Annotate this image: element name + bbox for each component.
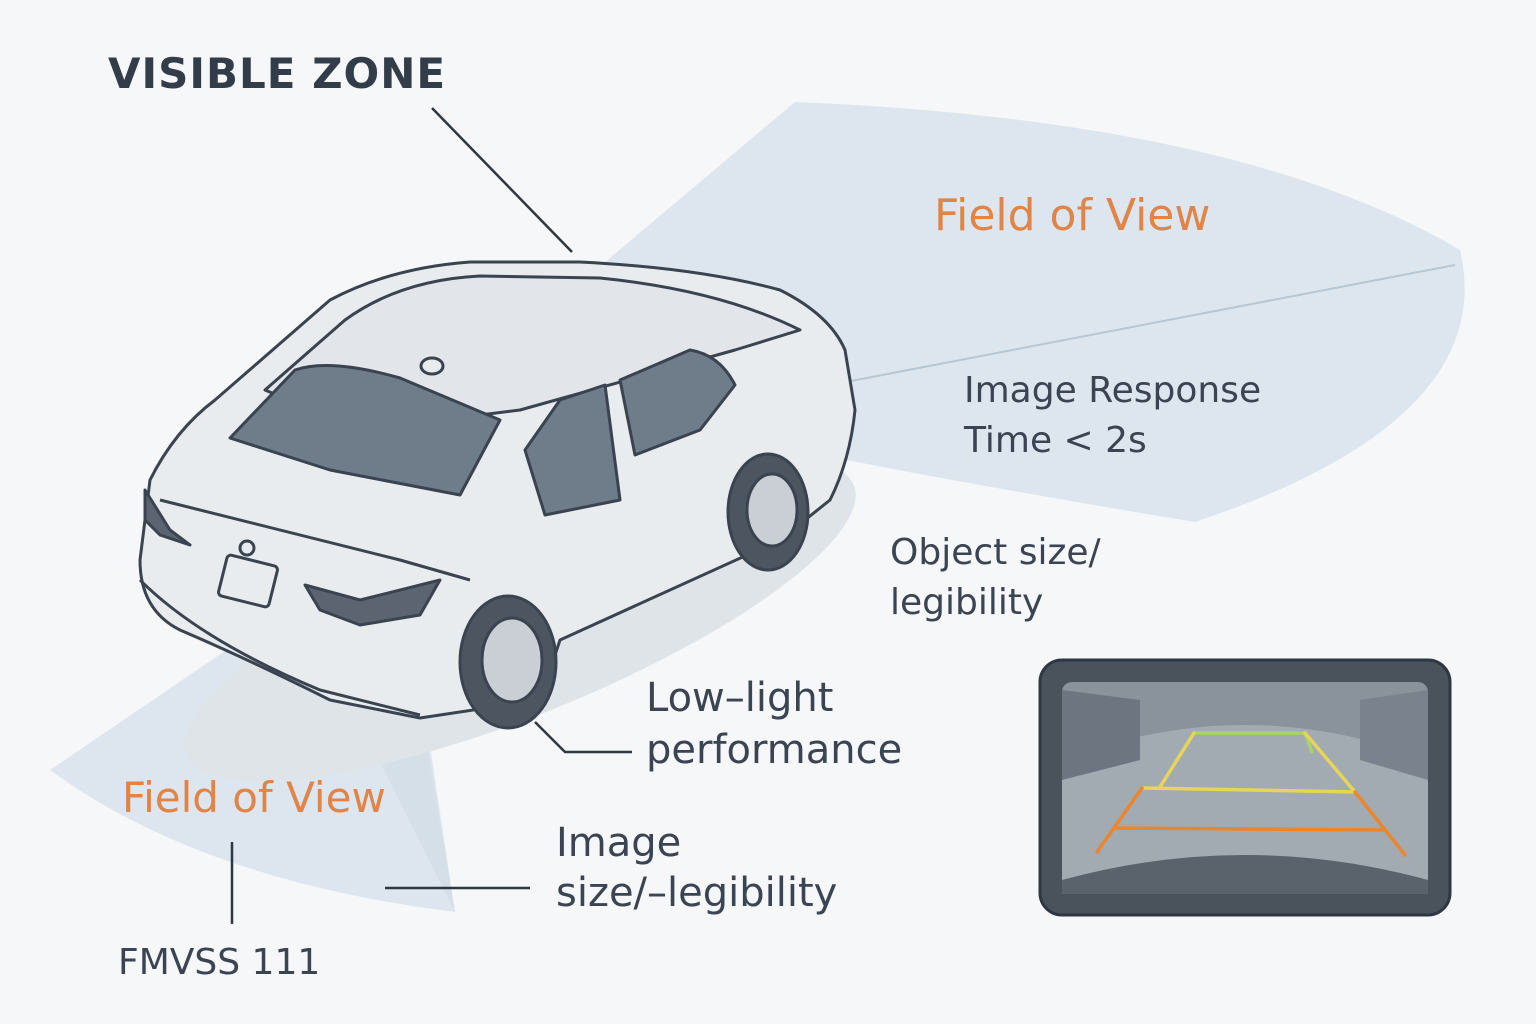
display-wall-right [1360, 690, 1428, 780]
field-of-view-label-bottom: Field of View [122, 773, 386, 822]
field-of-view-label-top: Field of View [934, 190, 1211, 241]
image-size-line-2: size/–legibility [556, 870, 838, 916]
roof-antenna [419, 356, 445, 376]
image-size-line-1: Image [556, 820, 682, 866]
guide-line-near [1095, 786, 1407, 857]
backup-camera-display [1038, 658, 1452, 917]
tail-light-right [303, 578, 442, 627]
car-illustration [138, 260, 857, 730]
object-size-line-2: legibility [890, 582, 1044, 623]
image-response-line-1: Image Response [964, 370, 1262, 411]
image-response-line-2: Time < 2s [964, 420, 1147, 461]
parking-guide-lines [1095, 731, 1407, 857]
image-size-label: Image size/–legibility [556, 818, 837, 918]
rear-bumper [138, 578, 421, 717]
tail-light-left [143, 488, 192, 547]
rear-wheel-rim [480, 616, 544, 704]
object-size-label: Object size/ legibility [890, 528, 1101, 628]
field-of-view-centerline [829, 264, 1456, 386]
front-wheel-rim [745, 472, 799, 548]
object-size-line-1: Object size/ [890, 532, 1101, 573]
side-window-rear [523, 383, 622, 517]
display-ground [1062, 725, 1428, 894]
low-light-line-2: performance [646, 727, 903, 773]
fmvss-label: FMVSS 111 [118, 942, 321, 983]
trunk-line [159, 498, 471, 582]
rear-window [228, 364, 502, 497]
guide-line-mid [1140, 731, 1357, 794]
display-bumper-edge [1062, 855, 1428, 894]
display-wall-left [1062, 690, 1140, 780]
low-light-line-1: Low–light [646, 675, 834, 721]
callout-visible-zone [431, 107, 573, 253]
car-emblem [238, 539, 256, 557]
low-light-label: Low–light performance [646, 672, 902, 776]
image-response-label: Image Response Time < 2s [964, 366, 1261, 466]
callout-lines [230, 107, 632, 924]
visible-zone-label: VISIBLE ZONE [108, 49, 447, 98]
side-window-front [618, 348, 737, 457]
license-plate [217, 553, 279, 609]
callout-low-light [534, 721, 632, 754]
